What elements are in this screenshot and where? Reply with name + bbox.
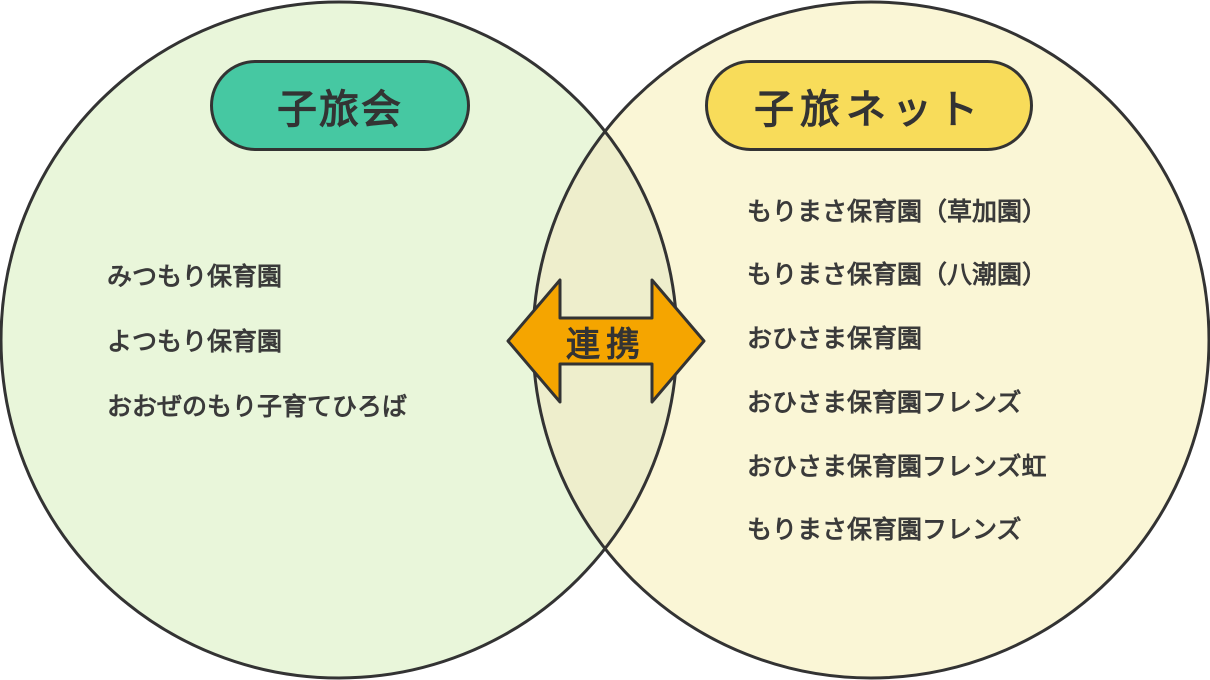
list-item: みつもり保育園 [107, 262, 283, 291]
list-item: もりまさ保育園（八潮園） [747, 260, 1048, 289]
list-item: おひさま保育園フレンズ虹 [747, 452, 1047, 481]
list-item: もりまさ保育園フレンズ [747, 515, 1022, 544]
right-circle [533, 2, 1209, 678]
list-item: よつもり保育園 [107, 327, 283, 356]
list-item: おおぜのもり子育てひろば [107, 392, 408, 421]
left-circle [1, 2, 677, 678]
list-item: もりまさ保育園（草加園） [747, 197, 1048, 226]
double-arrow-icon [506, 278, 706, 404]
list-item: おひさま保育園フレンズ [747, 388, 1022, 417]
link-label: 連携 [566, 324, 646, 365]
right-group-title: 子旅ネット [705, 60, 1033, 151]
list-item: おひさま保育園 [747, 324, 923, 353]
left-group-title: 子旅会 [210, 60, 470, 151]
